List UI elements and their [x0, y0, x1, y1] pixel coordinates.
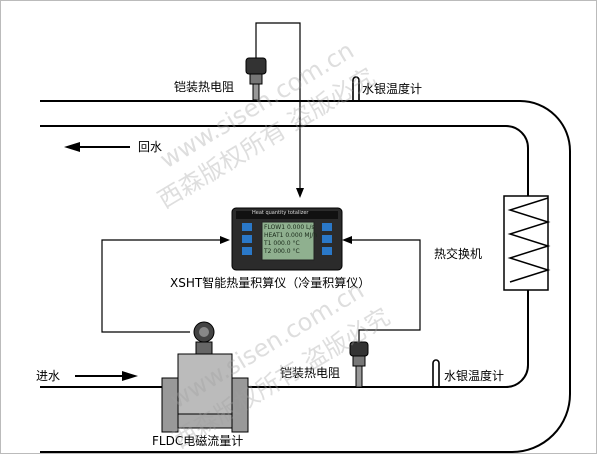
device-screen-line: T1 000.0 °C	[264, 240, 300, 247]
heat-calculator	[231, 207, 343, 271]
inlet-arrow	[75, 371, 138, 381]
thermometer-top	[352, 76, 360, 101]
return-arrow	[64, 142, 130, 152]
device-screen-line: HEAT1 0.000 MJ/h	[264, 232, 318, 239]
label-inlet-water: 进水	[36, 369, 61, 383]
label-calculator: XSHT智能热量积算仪（冷量积算仪）	[170, 276, 371, 290]
pipe-outer	[40, 100, 571, 453]
label-heat-exchanger: 热交换机	[434, 247, 483, 261]
heat-exchanger	[503, 195, 551, 291]
label-thermometer-top: 水银温度计	[362, 82, 423, 96]
rtd-sensor-top	[245, 22, 304, 198]
flowmeter	[161, 321, 249, 433]
label-thermometer-bottom: 水银温度计	[444, 369, 505, 383]
device-screen-line: T2 000.0 °C	[264, 248, 300, 255]
label-return-water: 回水	[138, 140, 163, 154]
label-sensor-bottom: 铠装热电阻	[280, 366, 341, 380]
label-flowmeter: FLDC电磁流量计	[152, 434, 244, 448]
device-screen-line: FLOW1 0.000 L/s	[264, 224, 315, 231]
device-brand: Heat quantity totalizer	[252, 210, 309, 216]
thermometer-bottom	[432, 359, 440, 387]
flowmeter-wire	[101, 239, 222, 333]
rtd-sensor-bottom	[342, 236, 421, 388]
label-sensor-top: 铠装热电阻	[174, 80, 235, 94]
